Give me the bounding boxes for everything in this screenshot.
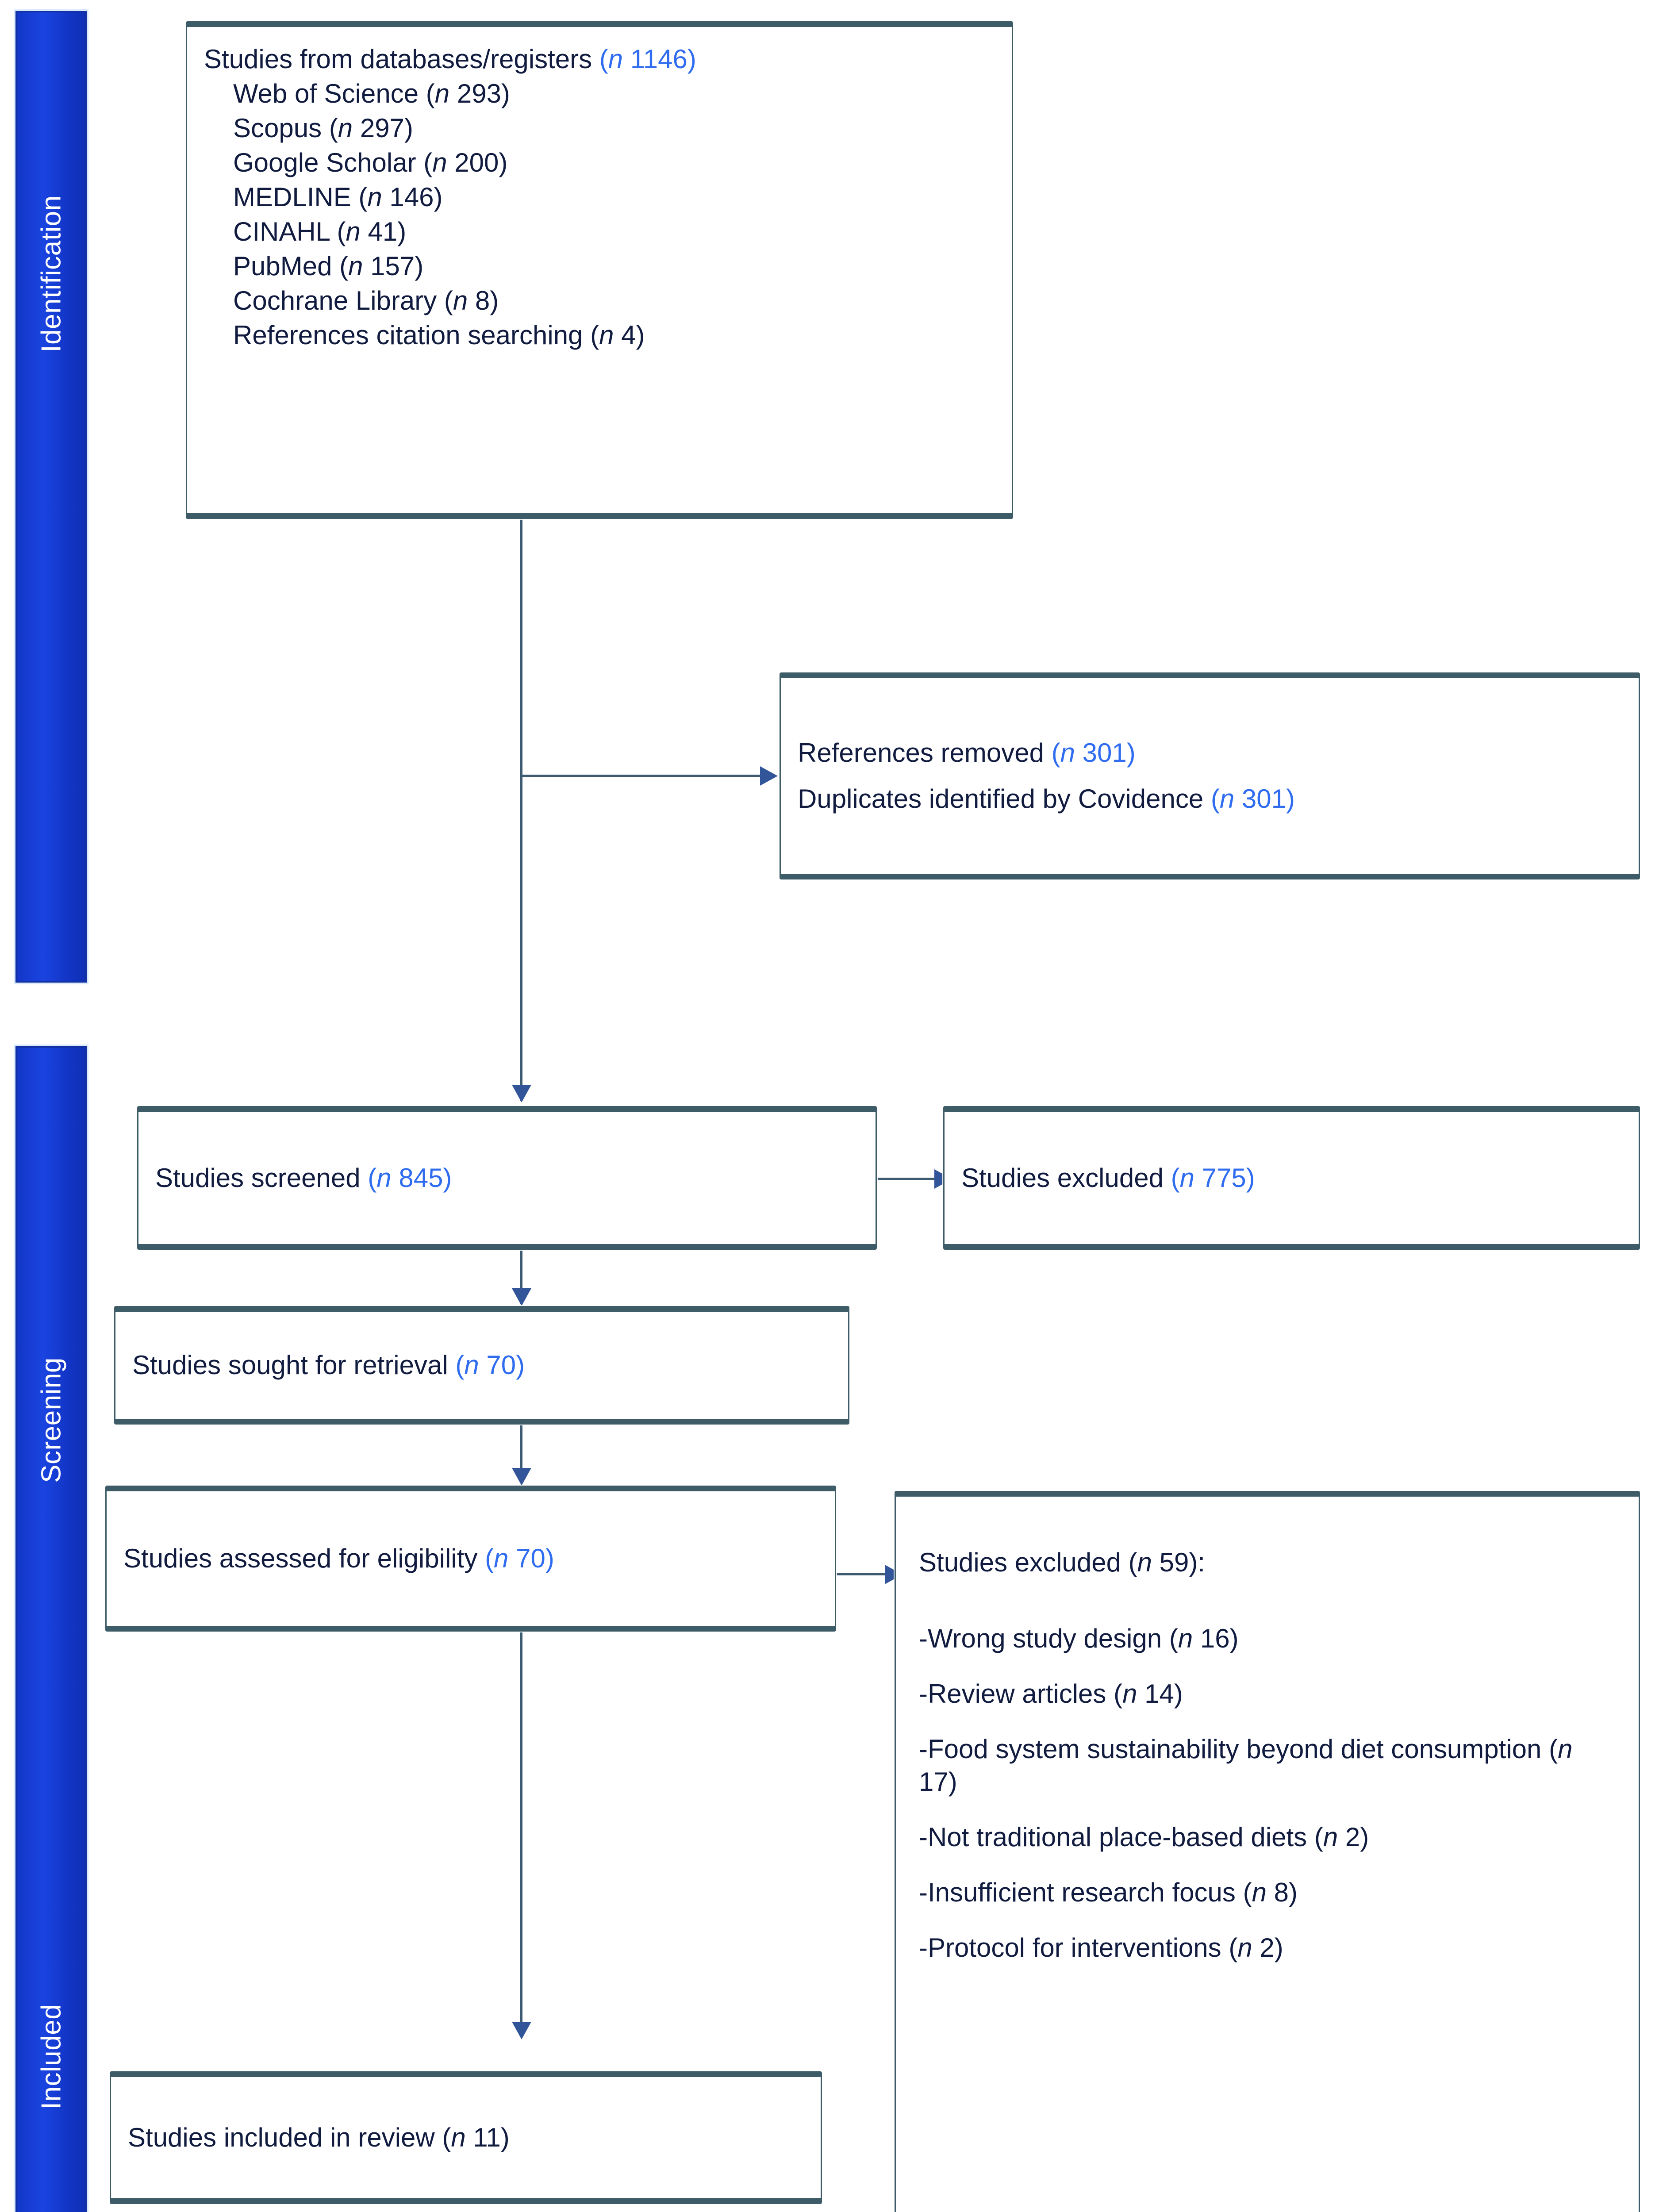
arrow-assessed-icon xyxy=(512,1468,531,1486)
sources-item: Google Scholar (n 200) xyxy=(204,146,995,180)
screened-count: (n 845) xyxy=(368,1163,452,1193)
removed-line-2-text: Duplicates identified by Covidence xyxy=(798,784,1204,814)
sources-heading: Studies from databases/registers (n 1146… xyxy=(204,42,995,77)
box-studies-screened: Studies screened (n 845) xyxy=(137,1106,877,1250)
arrow-to-screened-icon xyxy=(512,1085,531,1102)
screen-excluded-text: Studies excluded xyxy=(961,1163,1164,1193)
sources-heading-count: (n 1146) xyxy=(599,44,696,74)
arrow-to-removed-icon xyxy=(760,766,778,786)
connector-screened-to-excluded xyxy=(877,1178,939,1180)
elig-excluded-reason: -Wrong study design (n 16) xyxy=(919,1622,1617,1655)
elig-excluded-heading-text: Studies excluded xyxy=(919,1548,1121,1577)
sources-item-count: (n 41) xyxy=(337,217,407,246)
elig-excluded-reason-count: (n 17) xyxy=(919,1734,1573,1797)
box-studies-sought: Studies sought for retrieval (n 70) xyxy=(114,1306,849,1425)
box-studies-assessed: Studies assessed for eligibility (n 70) xyxy=(105,1486,836,1632)
box-studies-excluded-eligibility: Studies excluded (n 59): -Wrong study de… xyxy=(895,1491,1640,2212)
connector-sought-to-assessed xyxy=(520,1420,522,1482)
stage-label-identification: Identification xyxy=(36,195,66,353)
connector-sources-trunk xyxy=(520,517,522,1101)
assessed-line: Studies assessed for eligibility (n 70) xyxy=(123,1541,818,1576)
arrow-included-icon xyxy=(512,2022,531,2039)
elig-excluded-reason: -Food system sustainability beyond diet … xyxy=(919,1733,1617,1797)
screen-excluded-line: Studies excluded (n 775) xyxy=(961,1161,1622,1195)
elig-excluded-reason-label: -Insufficient research focus xyxy=(919,1877,1236,1907)
sources-item-label: PubMed xyxy=(233,251,332,281)
sought-count: (n 70) xyxy=(455,1350,525,1380)
elig-excluded-reason-label: -Review articles xyxy=(919,1679,1106,1709)
sources-item-count: (n 4) xyxy=(590,320,645,350)
sources-heading-text: Studies from databases/registers xyxy=(204,44,592,74)
sources-item-count: (n 8) xyxy=(444,286,499,315)
elig-excluded-reason: -Not traditional place-based diets (n 2) xyxy=(919,1821,1617,1853)
elig-excluded-reason-label: -Not traditional place-based diets xyxy=(919,1822,1307,1852)
removed-line-1-count: (n 301) xyxy=(1051,738,1136,768)
sources-item-label: Google Scholar xyxy=(233,148,416,177)
sources-item-label: Web of Science xyxy=(233,79,419,108)
elig-excluded-heading: Studies excluded (n 59): xyxy=(919,1545,1617,1580)
removed-line-2-count: (n 301) xyxy=(1210,784,1295,814)
removed-line-2: Duplicates identified by Covidence (n 30… xyxy=(798,782,1622,816)
screened-text: Studies screened xyxy=(155,1163,361,1193)
sources-item-count: (n 297) xyxy=(329,113,413,143)
sources-item-count: (n 200) xyxy=(423,148,508,177)
included-line: Studies included in review (n 11) xyxy=(128,2120,804,2155)
elig-excluded-reason-count: (n 8) xyxy=(1243,1877,1298,1907)
elig-excluded-reason: -Protocol for interventions (n 2) xyxy=(919,1932,1617,1964)
sought-text: Studies sought for retrieval xyxy=(132,1350,448,1380)
box-references-removed: References removed (n 301) Duplicates id… xyxy=(780,672,1640,879)
sources-item-label: Scopus xyxy=(233,113,322,143)
sources-item: Web of Science (n 293) xyxy=(204,77,995,111)
elig-excluded-reason-label: -Protocol for interventions xyxy=(919,1933,1221,1963)
assessed-count: (n 70) xyxy=(485,1544,554,1573)
arrow-sought-icon xyxy=(512,1288,531,1306)
elig-excluded-reason-label: -Wrong study design xyxy=(919,1624,1162,1653)
stage-label-screening: Screening xyxy=(36,1357,66,1483)
screened-line: Studies screened (n 845) xyxy=(155,1161,859,1195)
elig-excluded-reason-label: -Food system sustainability beyond diet … xyxy=(919,1734,1542,1764)
elig-excluded-reason-count: (n 2) xyxy=(1229,1933,1283,1963)
sources-item: Cochrane Library (n 8) xyxy=(204,284,995,318)
connector-assessed-to-included xyxy=(520,1632,522,2035)
sources-item: PubMed (n 157) xyxy=(204,249,995,284)
sources-item: Scopus (n 297) xyxy=(204,111,995,146)
connector-sources-to-removed xyxy=(520,775,764,777)
removed-line-1: References removed (n 301) xyxy=(798,736,1622,770)
elig-excluded-reason-count: (n 16) xyxy=(1169,1624,1239,1653)
elig-excluded-reason: -Insufficient research focus (n 8) xyxy=(919,1876,1617,1909)
included-count: (n 11) xyxy=(442,2123,510,2152)
sources-item-label: CINAHL xyxy=(233,217,330,246)
included-text: Studies included in review xyxy=(128,2123,435,2152)
sought-line: Studies sought for retrieval (n 70) xyxy=(132,1348,831,1382)
sources-item: CINAHL (n 41) xyxy=(204,215,995,249)
box-studies-included: Studies included in review (n 11) xyxy=(110,2071,822,2204)
elig-excluded-reason-count: (n 2) xyxy=(1314,1822,1369,1852)
stage-bar-identification: Identification xyxy=(15,11,87,983)
connector-screened-to-sought xyxy=(520,1247,522,1304)
sources-item-label: References citation searching xyxy=(233,320,583,350)
box-studies-excluded-screening: Studies excluded (n 775) xyxy=(943,1106,1640,1250)
connector-assessed-to-excluded xyxy=(832,1573,889,1575)
box-sources: Studies from databases/registers (n 1146… xyxy=(186,21,1013,519)
elig-excluded-reason: -Review articles (n 14) xyxy=(919,1678,1617,1710)
elig-excluded-reason-count: (n 14) xyxy=(1114,1679,1183,1709)
removed-line-1-text: References removed xyxy=(798,738,1044,768)
sources-item-count: (n 293) xyxy=(426,79,510,108)
screen-excluded-count: (n 775) xyxy=(1171,1163,1255,1193)
sources-item-count: (n 146) xyxy=(358,182,443,212)
stage-bar-screening-included: Screening Included xyxy=(15,1046,87,2212)
stage-label-included: Included xyxy=(36,2004,66,2109)
assessed-text: Studies assessed for eligibility xyxy=(123,1544,478,1573)
elig-excluded-heading-count: (n 59): xyxy=(1128,1548,1206,1577)
sources-item-label: Cochrane Library xyxy=(233,286,437,315)
sources-item: References citation searching (n 4) xyxy=(204,318,995,353)
sources-item-count: (n 157) xyxy=(339,251,424,281)
sources-item-label: MEDLINE xyxy=(233,182,351,212)
sources-item: MEDLINE (n 146) xyxy=(204,180,995,215)
